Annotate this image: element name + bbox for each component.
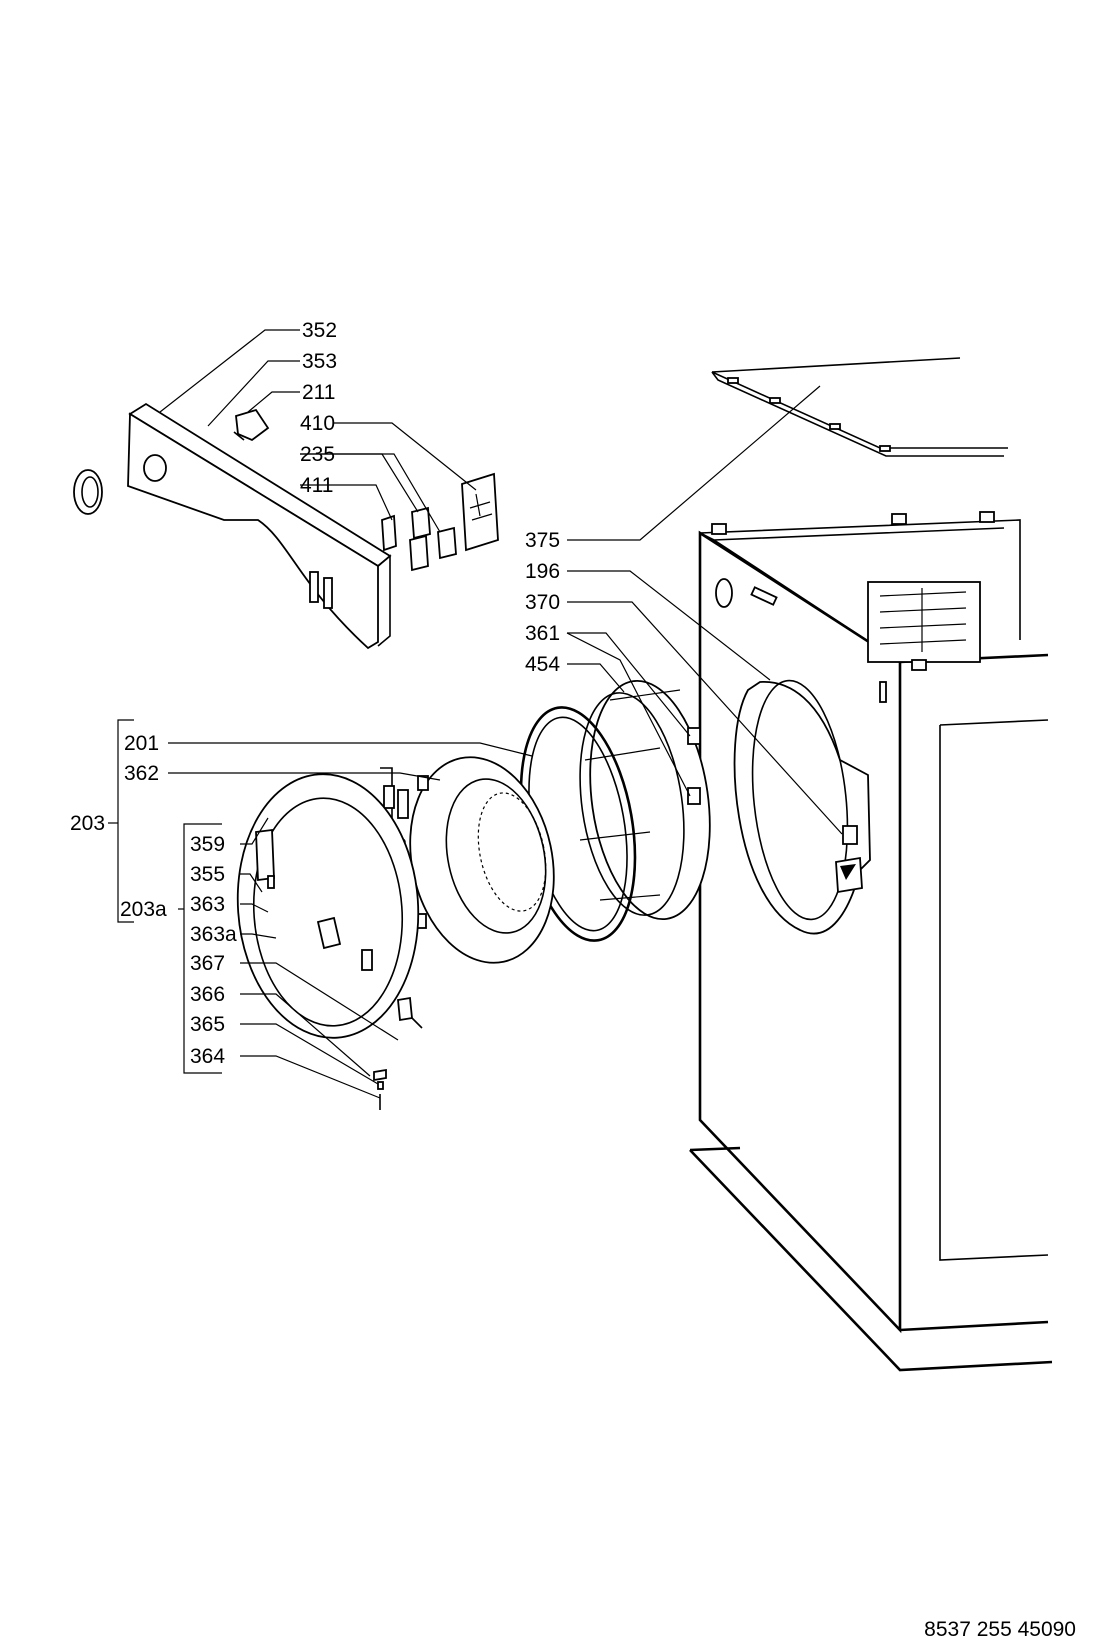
callout-454: 454: [525, 653, 560, 676]
callout-352: 352: [302, 319, 337, 342]
cabinet: [689, 511, 1053, 1372]
clips-361: [687, 727, 701, 805]
top-cover: [711, 357, 1008, 457]
callout-203a: 203a: [120, 898, 167, 921]
callout-362: 362: [124, 762, 159, 785]
callout-411: 411: [300, 474, 333, 497]
callout-196: 196: [525, 560, 560, 583]
callout-363: 363: [190, 893, 225, 916]
leader-lines: [108, 329, 843, 1099]
callout-201: 201: [124, 732, 159, 755]
callout-labels: 352 353 211 410 235 411 375 196 370 361 …: [70, 319, 1076, 1641]
callout-370: 370: [525, 591, 560, 614]
callout-375: 375: [525, 529, 560, 552]
callout-364: 364: [190, 1045, 225, 1068]
front-ring: [579, 679, 711, 921]
document-number: 8537 255 45090: [924, 1618, 1076, 1641]
callout-365: 365: [190, 1013, 225, 1036]
callout-410: 410: [300, 412, 335, 435]
callout-363a: 363a: [190, 923, 237, 946]
outer-door: [236, 773, 420, 1039]
switches: [381, 472, 499, 572]
inner-door-frame: [409, 756, 555, 964]
callout-203: 203: [70, 812, 105, 835]
callout-359: 359: [190, 833, 225, 856]
door-catch-parts: [373, 996, 423, 1110]
callout-353: 353: [302, 350, 337, 373]
callout-355: 355: [190, 863, 225, 886]
callout-361: 361: [525, 622, 560, 645]
control-panel: [73, 402, 392, 650]
callout-235: 235: [300, 443, 335, 466]
callout-211: 211: [302, 381, 335, 404]
callout-367: 367: [190, 952, 225, 975]
callout-366: 366: [190, 983, 225, 1006]
